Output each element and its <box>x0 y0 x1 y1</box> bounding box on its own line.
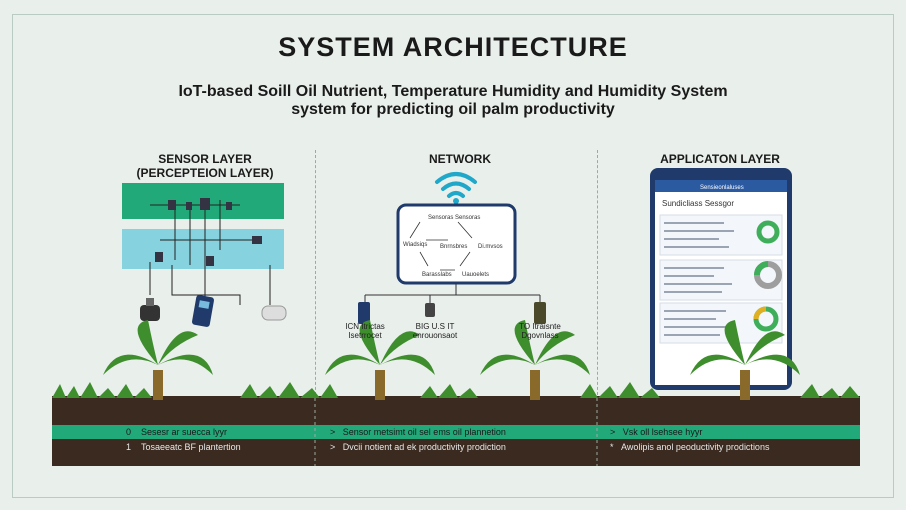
summary-row1-col2: > Sensor metsimt oil sel ems oil plannet… <box>330 427 506 437</box>
summary-text: Awolipis anol peoductivity prodictions <box>621 442 770 452</box>
sensor-layer-heading: SENSOR LAYER (PERCEPTEION LAYER) <box>120 152 290 180</box>
wifi-dot <box>453 198 459 204</box>
network-node-3: Wiadsiqs <box>403 242 427 248</box>
temperature-sensor-icon <box>261 305 287 321</box>
summary-row2-col3: * Awolipis anol peoductivity prodictions <box>610 442 769 452</box>
column-divider-2 <box>597 150 598 400</box>
network-drop-lines <box>364 283 541 305</box>
summary-marker: > <box>330 427 336 437</box>
summary-row2-col1: 1 Tosaeeatc BF plantertion <box>126 442 241 452</box>
summary-marker: 0 <box>126 427 132 437</box>
summary-marker: 1 <box>126 442 132 452</box>
summary-text: Sensor metsimt oil sel ems oil plannetio… <box>342 427 506 437</box>
summary-marker: * <box>610 442 614 452</box>
tablet-section-title: Sundicliass Sessgor <box>662 199 734 208</box>
tablet-dashboard-rows <box>659 214 783 344</box>
sensor-layer-title: SENSOR LAYER <box>158 152 252 166</box>
network-caption-2: BIG U.S IT enrouonsaot <box>412 322 458 340</box>
network-device-icons <box>358 302 546 324</box>
network-caption-3: TO Itraisnte Dgovnlass <box>519 322 561 340</box>
page-subtitle: IoT-based Soill Oil Nutrient, Temperatur… <box>0 83 906 119</box>
palm-tree-3 <box>480 320 590 400</box>
summary-row1-col3: > Vsk oll lsehsee hyyr <box>610 427 702 437</box>
subtitle-line-2: system for predicting oil palm productiv… <box>291 101 615 118</box>
handheld-meter-icon <box>192 295 214 327</box>
oil-palm-trees <box>103 320 800 400</box>
palm-tree-1 <box>103 320 213 400</box>
sensor-modules <box>155 198 262 266</box>
tablet-gauge-icons <box>753 220 782 332</box>
summary-row2-col2: > Dvcii notient ad ek productivity prodi… <box>330 442 506 452</box>
summary-marker: > <box>330 442 336 452</box>
network-node-links <box>409 221 473 271</box>
network-node-4: Bnrnsbres <box>440 244 467 250</box>
application-layer-heading: APPLICATON LAYER <box>660 152 780 166</box>
network-caption-1: ICN Itrictas Isetrrocet <box>345 322 385 340</box>
soil-probe-icon <box>140 298 160 321</box>
network-node-1: Sensoras <box>428 215 453 221</box>
tablet-header-text: Sensieonlaluses <box>700 185 744 191</box>
palm-tree-4 <box>690 320 800 400</box>
network-node-5: Di.mvsos <box>478 244 503 250</box>
summary-row1-col1: 0 Sesesr ar suecca lyyr <box>126 427 227 437</box>
network-node-7: Uauoelets <box>462 272 489 278</box>
network-node-2: Sensoras <box>455 215 480 221</box>
tablet-app-header <box>655 180 787 192</box>
network-node-6: Barasslabs <box>422 272 452 278</box>
outer-frame <box>12 14 894 498</box>
grass-strip <box>52 382 860 398</box>
layer-summary-band <box>52 425 860 439</box>
network-heading: NETWORK <box>429 152 491 166</box>
perception-band-bottom <box>122 229 284 269</box>
summary-marker: > <box>610 427 616 437</box>
summary-text: Dvcii notient ad ek productivity prodict… <box>342 442 506 452</box>
subtitle-line-1: IoT-based Soill Oil Nutrient, Temperatur… <box>178 83 728 100</box>
summary-text: Sesesr ar suecca lyyr <box>141 427 228 437</box>
sensor-wiring <box>149 200 271 315</box>
page-title: SYSTEM ARCHITECTURE <box>278 32 628 62</box>
summary-text: Vsk oll lsehsee hyyr <box>622 427 703 437</box>
sensor-layer-subtitle: (PERCEPTEION LAYER) <box>136 166 274 180</box>
summary-text: Tosaeeatc BF plantertion <box>141 442 241 452</box>
column-divider-1 <box>315 150 316 400</box>
palm-tree-2 <box>325 320 435 400</box>
wifi-icon <box>435 172 477 198</box>
